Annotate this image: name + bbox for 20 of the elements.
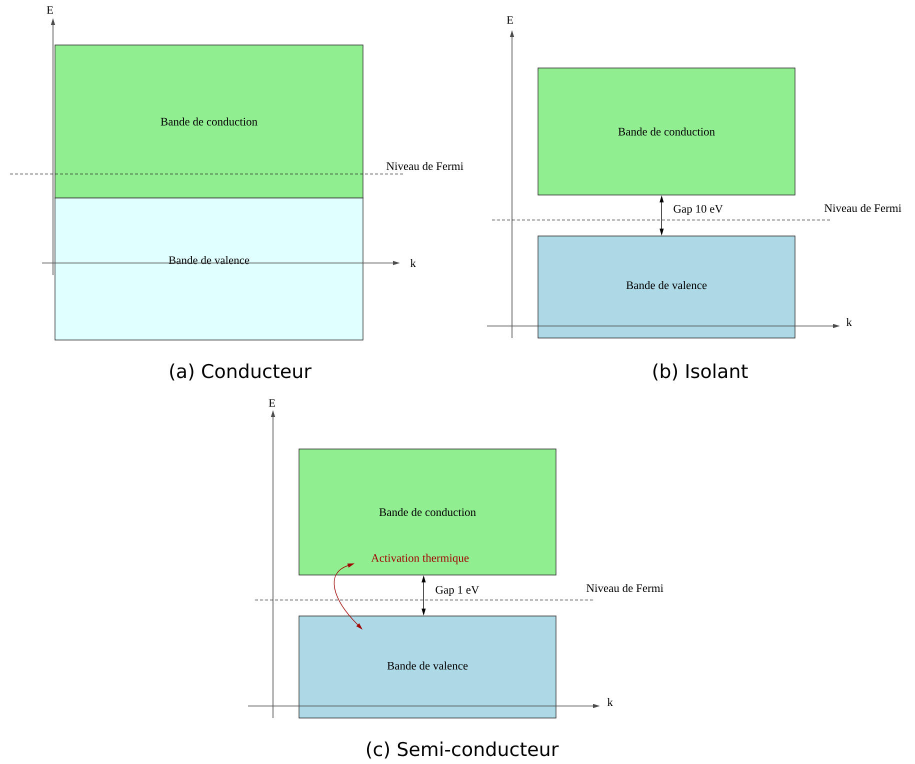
band-box: Bande de conduction [538, 68, 796, 196]
subfigure-caption: (c) Semi-conducteur [366, 742, 559, 758]
axis-label: k [846, 318, 852, 326]
axis-label: E [506, 16, 513, 24]
subfigure-caption: (b) Isolant [653, 364, 748, 380]
subfigure-caption: (a) Conducteur [170, 364, 312, 380]
edge-label: Gap 10 eV [674, 204, 723, 216]
fermi-level-label: Niveau de Fermi [824, 204, 902, 212]
axis-label: k [410, 259, 416, 267]
band-box: Bande de conduction [54, 44, 364, 198]
band-box: Bande de valence [538, 236, 796, 338]
band-box: Bande de valence [54, 198, 364, 340]
fermi-level-label: Niveau de Fermi [586, 584, 664, 592]
edge-label: Gap 1 eV [436, 586, 480, 596]
band-box: Bande de valence [298, 616, 556, 718]
edge-label: Activation thermique [371, 554, 469, 564]
axis-label: E [268, 399, 275, 407]
fermi-level-label: Niveau de Fermi [386, 162, 464, 170]
axis-label: E [46, 6, 53, 14]
axis-label: k [607, 698, 613, 706]
